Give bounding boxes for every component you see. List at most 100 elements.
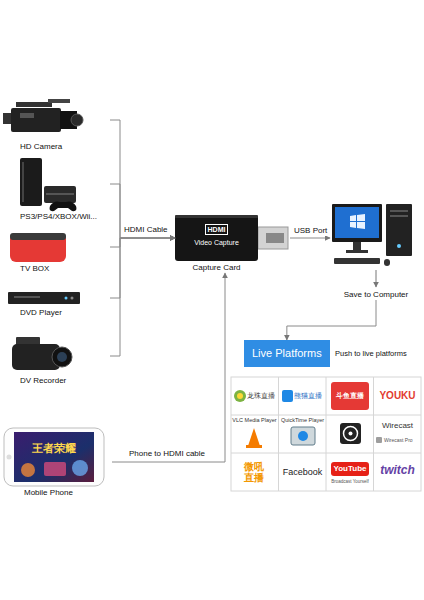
dvd-icon bbox=[71, 297, 74, 300]
platform-grid bbox=[231, 377, 421, 491]
console-icon bbox=[22, 162, 24, 202]
device-label: TV BOX bbox=[2, 264, 110, 274]
platform-grid bbox=[231, 377, 421, 491]
device-label: DVD Player bbox=[2, 308, 110, 318]
device-label: PS3/PS4/XBOX/Wii... bbox=[2, 212, 110, 222]
platform-title: Live Platforms bbox=[252, 347, 322, 360]
icon-space bbox=[2, 98, 110, 142]
computer-node: Save to Computer bbox=[330, 202, 422, 300]
platform-logos bbox=[248, 428, 260, 446]
phone-icon bbox=[72, 460, 88, 476]
card-text: Video Capture bbox=[175, 238, 258, 247]
console-icon bbox=[20, 158, 77, 211]
console-icon bbox=[50, 202, 77, 212]
computer-icon bbox=[390, 215, 408, 217]
game-title: 王者荣耀 bbox=[20, 441, 88, 456]
platform-logos bbox=[298, 431, 308, 441]
phone-icon bbox=[4, 428, 104, 486]
device-node: PS3/PS4/XBOX/Wii... bbox=[2, 156, 110, 222]
connector bbox=[290, 238, 330, 239]
computer-icon bbox=[376, 270, 377, 287]
phone-icon bbox=[21, 463, 35, 477]
edge-label: HDMI Cable bbox=[123, 225, 169, 235]
platform-logos bbox=[234, 390, 246, 402]
platform-label: 微吼直播 bbox=[244, 461, 265, 483]
platform-grid bbox=[326, 377, 327, 491]
device-node: HD Camera bbox=[2, 98, 110, 152]
camera-icon bbox=[11, 108, 61, 132]
dv-icon bbox=[57, 352, 67, 362]
computer-icon bbox=[332, 204, 382, 242]
capture-card: HDMIVideo CaptureCapture Card bbox=[175, 215, 290, 273]
computer-icon bbox=[332, 204, 412, 287]
phone-icon bbox=[4, 428, 104, 486]
platform-logos bbox=[246, 445, 262, 448]
computer-icon bbox=[397, 244, 401, 248]
icon-space bbox=[2, 334, 110, 376]
platform-label: 斗鱼直播 bbox=[331, 391, 369, 401]
platform-label: 龙珠直播 bbox=[247, 392, 278, 401]
computer-icon bbox=[384, 259, 390, 266]
computer-icon bbox=[335, 207, 379, 238]
capture-card-icon bbox=[175, 215, 258, 261]
phone-icon bbox=[14, 432, 94, 482]
device-node: TV BOX bbox=[2, 230, 110, 274]
device-label: DV Recorder bbox=[2, 376, 110, 386]
platform-label: Broadcast Yourself bbox=[326, 479, 374, 484]
camera-icon bbox=[48, 99, 70, 103]
computer-icon bbox=[350, 214, 365, 229]
icon-space bbox=[2, 288, 110, 308]
dvd-icon bbox=[14, 296, 40, 298]
platform-label: YouTube bbox=[326, 464, 374, 474]
camera-icon bbox=[16, 102, 52, 107]
console-icon bbox=[20, 158, 42, 206]
platform-grid bbox=[373, 377, 374, 491]
platform-logos bbox=[331, 382, 369, 410]
connector bbox=[110, 238, 175, 356]
platform-logos bbox=[291, 427, 315, 445]
connector bbox=[110, 120, 175, 238]
phone-icon bbox=[7, 455, 12, 460]
platform-logos bbox=[282, 390, 293, 402]
console-icon bbox=[44, 186, 76, 203]
computer-icon bbox=[346, 250, 368, 253]
platform-label: QuickTime Player bbox=[279, 417, 326, 423]
platform-label: 熊猫直播 bbox=[294, 392, 325, 401]
platform-logos bbox=[344, 427, 358, 441]
connector-part bbox=[110, 120, 376, 462]
icon-space bbox=[2, 156, 110, 212]
edge-label: Push to live platforms bbox=[334, 349, 408, 359]
edge-label: USB Port bbox=[293, 226, 328, 236]
camera-icon bbox=[3, 99, 83, 132]
platform-label: Wirecast bbox=[374, 421, 421, 430]
computer-label: Save to Computer bbox=[330, 290, 422, 300]
icon-space bbox=[330, 202, 422, 290]
platform-logos bbox=[376, 437, 382, 443]
platform-label: Facebook bbox=[279, 467, 326, 477]
computer-icon bbox=[386, 204, 412, 256]
dvd-icon bbox=[8, 292, 80, 304]
computer-icon bbox=[390, 210, 408, 212]
connector bbox=[287, 300, 376, 340]
device-node: DV Recorder bbox=[2, 334, 110, 386]
platform-grid bbox=[278, 377, 279, 491]
capture-card-icon bbox=[258, 227, 288, 249]
camera-icon bbox=[20, 113, 34, 118]
capture-card-icon bbox=[175, 215, 288, 261]
console-icon bbox=[46, 193, 74, 195]
platform-label: VLC Media Player bbox=[231, 417, 278, 423]
icon-space bbox=[2, 426, 112, 488]
tvbox-icon bbox=[10, 233, 66, 262]
icon-space bbox=[2, 230, 110, 264]
capture-card-icon bbox=[175, 215, 258, 218]
device-label: HD Camera bbox=[2, 142, 110, 152]
device-label: Mobile Phone bbox=[2, 488, 112, 498]
platform-logos bbox=[349, 432, 353, 436]
platform-grid bbox=[231, 415, 421, 416]
tvbox-icon bbox=[10, 233, 66, 240]
dvd-icon bbox=[8, 292, 80, 304]
platform-label: twitch bbox=[374, 463, 421, 477]
